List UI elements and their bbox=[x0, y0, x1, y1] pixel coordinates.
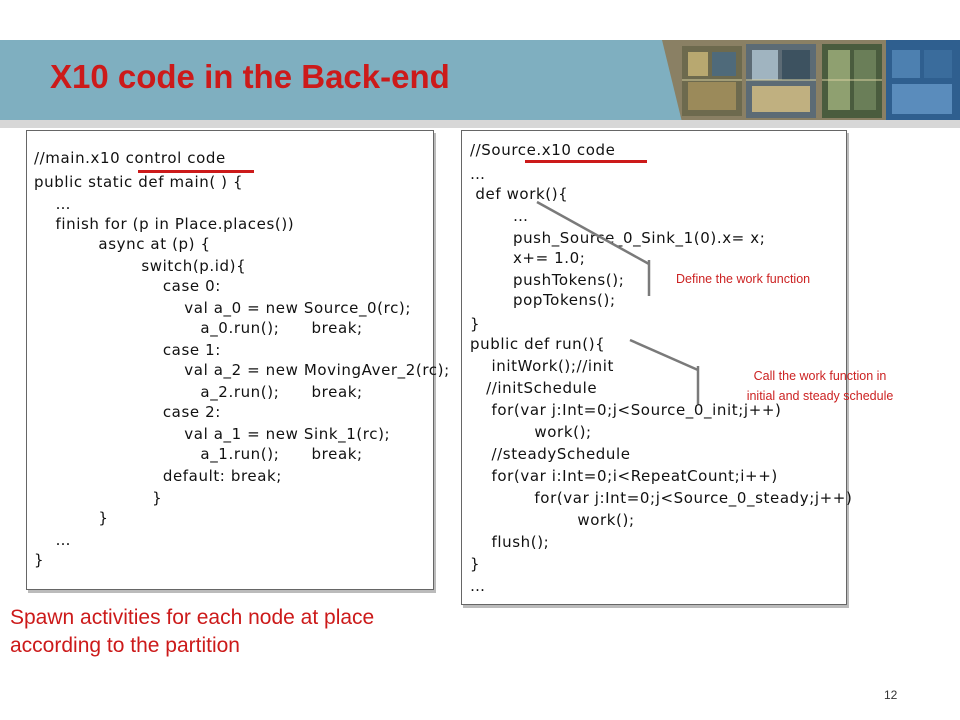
code-line: push_Source_0_Sink_1(0).x= x; bbox=[470, 229, 766, 247]
code-line: for(var j:Int=0;j<Source_0_steady;j++) bbox=[470, 489, 853, 507]
code-line: default: break; bbox=[34, 467, 282, 485]
slide-caption: Spawn activities for each node at place … bbox=[10, 604, 374, 660]
code-line: … bbox=[470, 577, 486, 595]
code-line: val a_1 = new Sink_1(rc); bbox=[34, 425, 391, 443]
source-x10-underline bbox=[525, 160, 647, 163]
code-line: finish for (p in Place.places()) bbox=[34, 215, 295, 233]
code-line: } bbox=[34, 551, 45, 569]
code-line: //steadySchedule bbox=[470, 445, 631, 463]
code-line: x+= 1.0; bbox=[470, 249, 586, 267]
caption-line1: Spawn activities for each node at place bbox=[10, 606, 375, 629]
code-line: val a_0 = new Source_0(rc); bbox=[34, 299, 412, 317]
code-line: async at (p) { bbox=[34, 235, 211, 253]
code-line: public static def main( ) { bbox=[34, 173, 244, 191]
code-line: //Source.x10 code bbox=[470, 141, 616, 159]
code-line: val a_2 = new MovingAver_2(rc); bbox=[34, 361, 450, 379]
code-line: a_1.run(); break; bbox=[34, 445, 363, 463]
slide-title: X10 code in the Back-end bbox=[50, 58, 450, 95]
code-line: } bbox=[470, 315, 481, 333]
code-line: case 0: bbox=[34, 277, 221, 295]
code-line: a_2.run(); break; bbox=[34, 383, 363, 401]
source-code-box bbox=[461, 130, 847, 605]
code-line: } bbox=[34, 509, 109, 527]
run-function-bracket bbox=[629, 338, 700, 404]
code-line: popTokens(); bbox=[470, 291, 616, 309]
processor-die-image bbox=[642, 40, 960, 122]
code-line: initWork();//init bbox=[470, 357, 614, 375]
code-line: case 1: bbox=[34, 341, 221, 359]
code-line: work(); bbox=[470, 423, 592, 441]
code-line: } bbox=[470, 555, 481, 573]
page-number: 12 bbox=[884, 688, 898, 702]
code-line: work(); bbox=[470, 511, 635, 529]
call-work-annotation-line2: initial and steady schedule bbox=[746, 389, 894, 403]
main-x10-underline bbox=[138, 170, 254, 173]
code-line: switch(p.id){ bbox=[34, 257, 247, 275]
define-work-annotation: Define the work function bbox=[676, 272, 811, 286]
code-line: … bbox=[34, 195, 72, 213]
caption-line2: according to the partition bbox=[10, 634, 240, 657]
code-line: pushTokens(); bbox=[470, 271, 625, 289]
code-line: } bbox=[34, 489, 163, 507]
code-line: public def run(){ bbox=[470, 335, 606, 353]
code-line: for(var j:Int=0;j<Source_0_init;j++) bbox=[470, 401, 782, 419]
call-work-annotation: Call the work function in initial and st… bbox=[722, 366, 918, 406]
main-code-box bbox=[26, 130, 434, 590]
code-line: def work(){ bbox=[470, 185, 569, 203]
code-line: //initSchedule bbox=[470, 379, 598, 397]
code-line: //main.x10 control code bbox=[34, 149, 226, 167]
code-line: … bbox=[470, 207, 529, 225]
call-work-annotation-line1: Call the work function in bbox=[753, 369, 887, 383]
work-function-bracket bbox=[536, 200, 651, 296]
code-line: flush(); bbox=[470, 533, 550, 551]
code-line: … bbox=[34, 531, 72, 549]
code-line: … bbox=[470, 165, 486, 183]
code-line: for(var i:Int=0;i<RepeatCount;i++) bbox=[470, 467, 778, 485]
code-line: a_0.run(); break; bbox=[34, 319, 363, 337]
code-line: case 2: bbox=[34, 403, 221, 421]
title-underband bbox=[0, 120, 960, 128]
